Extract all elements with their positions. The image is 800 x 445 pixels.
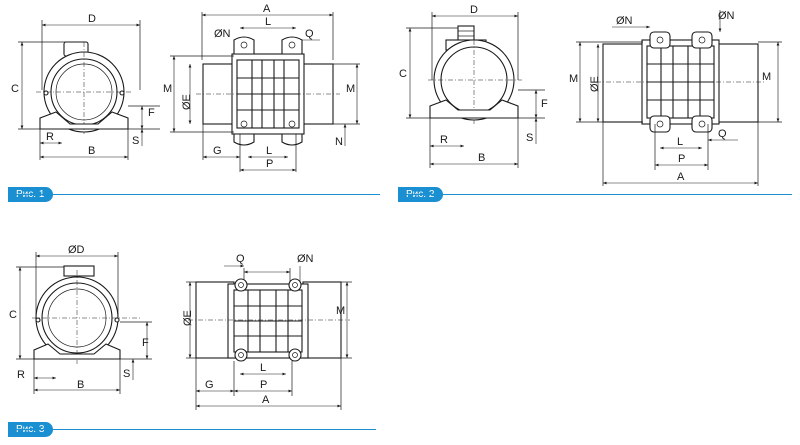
fig1-label-P: P xyxy=(266,158,273,170)
fig2-label-B: B xyxy=(478,152,485,164)
fig2-label-M-left: M xyxy=(569,73,578,85)
fig1-side-view: D C F S R B xyxy=(11,13,160,160)
fig2-label-E: ØE xyxy=(589,76,601,92)
fig2-rule xyxy=(398,194,792,195)
fig1-label-E: ØE xyxy=(181,94,193,110)
fig3-label-L: L xyxy=(260,362,266,374)
fig1-label-G: G xyxy=(213,145,222,157)
fig1-label-S: S xyxy=(132,135,139,147)
fig1-label-C: C xyxy=(11,83,19,95)
fig2-label-L: L xyxy=(677,136,683,148)
fig3-label-S: S xyxy=(123,368,130,380)
fig1-label-R: R xyxy=(46,131,54,143)
fig1-label-L: L xyxy=(265,16,271,28)
fig2-label-N: ØN xyxy=(616,15,633,27)
fig3-label-D: ØD xyxy=(68,244,85,256)
fig3-rule xyxy=(8,429,376,430)
fig1-label-A: A xyxy=(263,3,271,15)
fig1-label-M-left: M xyxy=(163,83,172,95)
fig2-label-R: R xyxy=(440,134,448,146)
fig3-side-view: ØD C F S R B xyxy=(9,244,152,394)
fig2-label-A: A xyxy=(677,171,685,183)
fig3-label-G: G xyxy=(205,379,214,391)
fig3-label-F: F xyxy=(142,337,149,349)
fig2-label-D: D xyxy=(470,4,478,16)
fig2-front-view: ØN ØN M ØE M xyxy=(569,10,782,186)
fig3-label-A: A xyxy=(262,394,270,406)
fig2-label-N2: ØN xyxy=(718,10,735,22)
fig1-label-L2: L xyxy=(266,145,272,157)
fig1-label-D: D xyxy=(88,13,96,25)
fig1-front-view: A L ØN Q M ØE xyxy=(163,3,360,172)
fig3-label-P: P xyxy=(260,379,267,391)
fig3-label-B: B xyxy=(77,379,84,391)
fig3-label-E: ØE xyxy=(182,310,194,326)
fig2-label-P: P xyxy=(678,153,685,165)
fig2-label-F: F xyxy=(541,98,548,110)
fig3-label-M: M xyxy=(336,305,345,317)
fig1-label-B: B xyxy=(88,145,95,157)
fig1-label-Q: Q xyxy=(305,28,314,40)
fig2-label-M-right: M xyxy=(762,71,771,83)
fig3-label-N: ØN xyxy=(297,253,314,265)
fig1-label-N2: N xyxy=(335,136,343,148)
fig2-label-Q: Q xyxy=(718,128,727,140)
fig3-label-R: R xyxy=(17,369,25,381)
fig1-label-F: F xyxy=(148,107,155,119)
fig1-rule xyxy=(8,194,380,195)
fig2-side-view: D C F S R B xyxy=(399,4,548,168)
fig3-front-view: Q ØN ØE xyxy=(182,253,352,410)
fig3-label-Q: Q xyxy=(236,253,245,265)
fig2-label-C: C xyxy=(399,68,407,80)
fig1-label-M-right: M xyxy=(346,83,355,95)
fig3-label-C: C xyxy=(9,309,17,321)
fig1-label-N: ØN xyxy=(214,28,231,40)
fig2-label-S: S xyxy=(526,132,533,144)
